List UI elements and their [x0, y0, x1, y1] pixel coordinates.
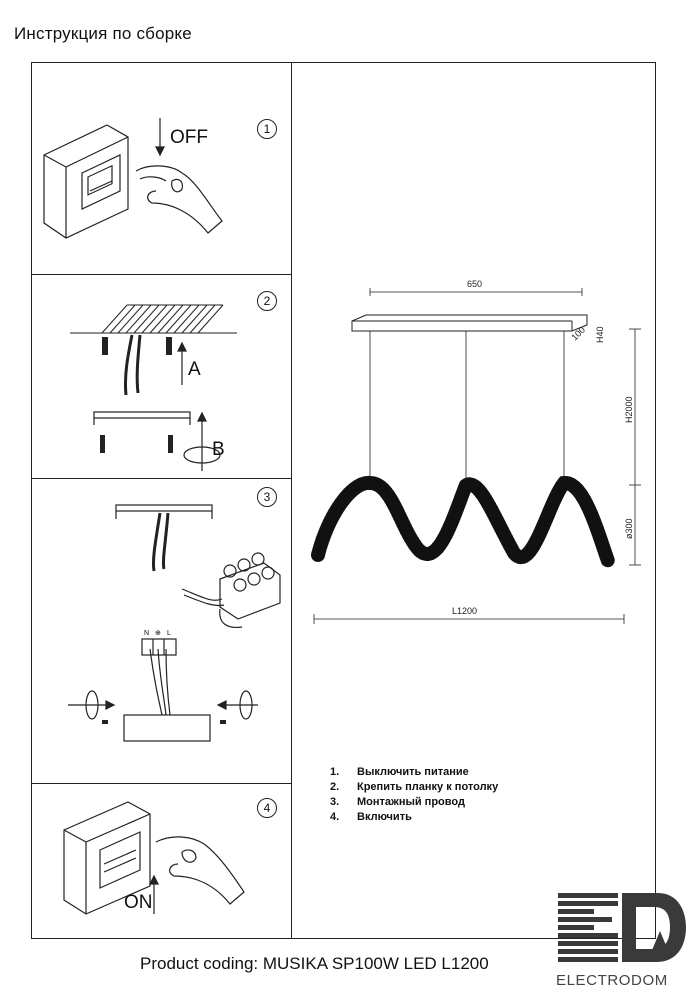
dim-wave-diameter: ø300 [624, 518, 634, 539]
rotate-arrow-icon [183, 411, 221, 471]
step-panel-1: OFF 1 [32, 63, 291, 275]
step-panel-3: N ⊕ L 3 [32, 479, 291, 784]
hand-icon [155, 836, 245, 905]
product-drawing-area: 650 H40 100 H2000 ø300 [292, 63, 655, 938]
dimension-total-length [313, 614, 625, 624]
anchor-icon [102, 337, 172, 355]
dim-canopy-height: H40 [595, 326, 605, 343]
label-a: A [188, 359, 201, 380]
mounting-bracket-icon [115, 504, 213, 519]
left-column: OFF 1 [32, 63, 292, 938]
terminal-label-l: L [167, 630, 171, 637]
mounting-bracket-icon [93, 411, 191, 425]
instruction-frame: OFF 1 [31, 62, 656, 939]
rotate-arrow-icon [68, 690, 258, 720]
step-number-3: 3 [257, 487, 277, 507]
wave-crystal-body [311, 476, 615, 568]
bracket-mounting-illustration: A B [70, 304, 237, 471]
wires-icon [152, 512, 170, 572]
step-number-4: 4 [257, 798, 277, 818]
wiring-illustration: N ⊕ L [68, 504, 281, 742]
terminal-block-icon [181, 552, 281, 629]
page-title: Инструкция по сборке [14, 24, 192, 43]
dim-suspension-height: H2000 [624, 396, 634, 423]
steps-list: 1.Выключить питание 2.Крепить планку к п… [330, 765, 498, 825]
wires-icon [124, 334, 142, 396]
arrow-up-icon [149, 874, 159, 914]
switch-off-illustration: OFF [43, 118, 223, 239]
suspension-cables [369, 331, 565, 483]
dim-width-top: 650 [467, 279, 482, 289]
switch-on-illustration: ON [63, 801, 245, 915]
terminal-label-n: N [144, 630, 149, 637]
terminal-label-ground: ⊕ [155, 630, 161, 637]
on-label: ON [124, 892, 153, 913]
electrodom-logo-icon [558, 893, 686, 962]
label-b: B [212, 439, 225, 460]
canopy-icon [123, 638, 211, 742]
list-item: 4.Включить [330, 811, 412, 823]
brand-name: ELECTRODOM [556, 972, 668, 989]
list-item: 1.Выключить питание [330, 766, 469, 778]
screw-icon [102, 720, 226, 724]
ceiling-icon [70, 304, 237, 334]
list-item: 3.Монтажный провод [330, 796, 465, 808]
step-panel-4: ON 4 [32, 784, 291, 940]
wall-switch-icon [63, 801, 151, 915]
step-number-1: 1 [257, 119, 277, 139]
list-item: 2.Крепить планку к потолку [330, 781, 499, 793]
fixture-dimension-drawing: 650 H40 100 H2000 ø300 [311, 279, 641, 624]
dimension-width-top [369, 288, 583, 296]
off-label: OFF [170, 127, 208, 148]
arrow-down-icon [155, 118, 165, 157]
arrow-up-icon [177, 341, 187, 385]
hand-icon [135, 165, 223, 234]
step-number-2: 2 [257, 291, 277, 311]
step-panel-2: A B 2 [32, 275, 291, 479]
dim-total-length: L1200 [452, 606, 477, 616]
wall-switch-icon [43, 124, 129, 239]
product-coding: Product coding: MUSIKA SP100W LED L1200 [140, 954, 489, 973]
dimension-height-lines [629, 328, 641, 566]
canopy-bar-icon [351, 314, 588, 332]
screw-icon [100, 435, 173, 453]
